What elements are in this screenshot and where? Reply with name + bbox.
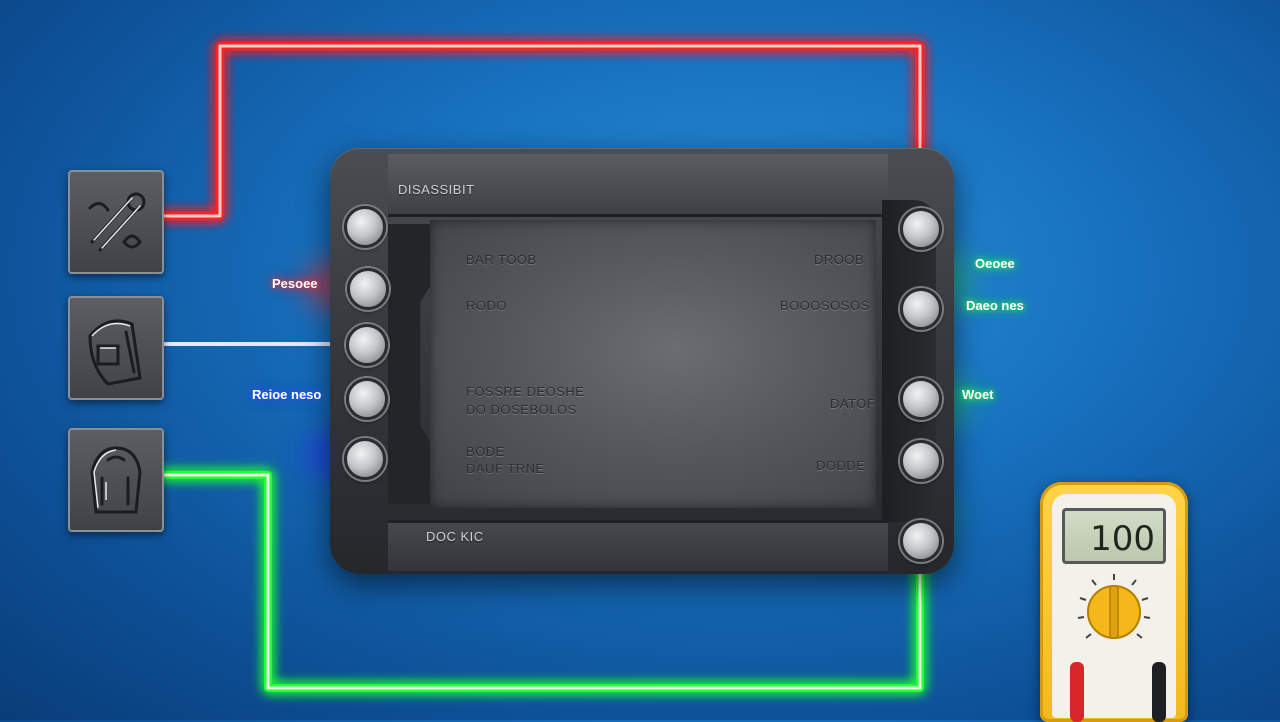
terminal-right-5[interactable] <box>900 520 942 562</box>
panel-label-5: BODE <box>466 444 505 459</box>
multimeter-face: 100 <box>1052 494 1176 722</box>
machine-part-icon <box>88 319 142 386</box>
wrench-screwdriver-icon <box>88 192 146 252</box>
terminal-left-5[interactable] <box>344 438 386 480</box>
red-probe-jack[interactable] <box>1070 662 1084 722</box>
footer-label: DOC KIC <box>426 529 484 544</box>
black-probe-jack[interactable] <box>1152 662 1166 722</box>
module-header <box>388 154 888 217</box>
tool-box-wrench[interactable] <box>68 170 164 274</box>
panel-right-label-4: DODDE <box>816 458 866 473</box>
terminal-left-4[interactable] <box>346 378 388 420</box>
module-footer <box>388 520 888 571</box>
multimeter-dial-icon[interactable] <box>1074 572 1154 652</box>
header-label: DISASSIBIT <box>398 182 475 197</box>
panel-right-label-1: DROOB <box>814 252 865 267</box>
panel-label-6: DAUF TRNE <box>466 461 545 476</box>
panel-label-2: RODO <box>466 298 507 313</box>
panel-right-label-3: DATOF <box>830 396 876 411</box>
panel-label-1: BAR TOOB <box>466 252 537 267</box>
green-wire-label: Daeo nes <box>966 298 1024 313</box>
tool-box-backpack[interactable] <box>68 428 164 532</box>
multimeter[interactable]: 100 <box>1040 482 1188 722</box>
red-wire-label: Pesoee <box>272 276 318 291</box>
panel-right-label-2: BOOOSOSOS <box>780 298 870 313</box>
blue-wire-label: Reioe neso <box>252 387 322 402</box>
terminal-left-2[interactable] <box>347 268 389 310</box>
backpack-device-icon <box>90 446 142 514</box>
module-panel <box>430 220 876 508</box>
terminal-left-3[interactable] <box>346 324 388 366</box>
terminal-right-1[interactable] <box>900 208 942 250</box>
terminal-right-3[interactable] <box>900 378 942 420</box>
terminal-left-1[interactable] <box>344 206 386 248</box>
terminal-right-4[interactable] <box>900 440 942 482</box>
control-module: DISASSIBIT DOC KIC BAR TOOB RODO FOSSRE … <box>330 148 954 574</box>
terminal-right-2[interactable] <box>900 288 942 330</box>
panel-label-4: DO DOSEBOLOS <box>466 402 577 417</box>
module-left-rail <box>388 224 434 504</box>
panel-label-3: FOSSRE DEOSHE <box>466 384 585 399</box>
multimeter-display: 100 <box>1062 508 1166 564</box>
tool-box-machine[interactable] <box>68 296 164 400</box>
right-wire-label-2: Woet <box>962 387 994 402</box>
right-wire-label-1: Oeoee <box>975 256 1015 271</box>
